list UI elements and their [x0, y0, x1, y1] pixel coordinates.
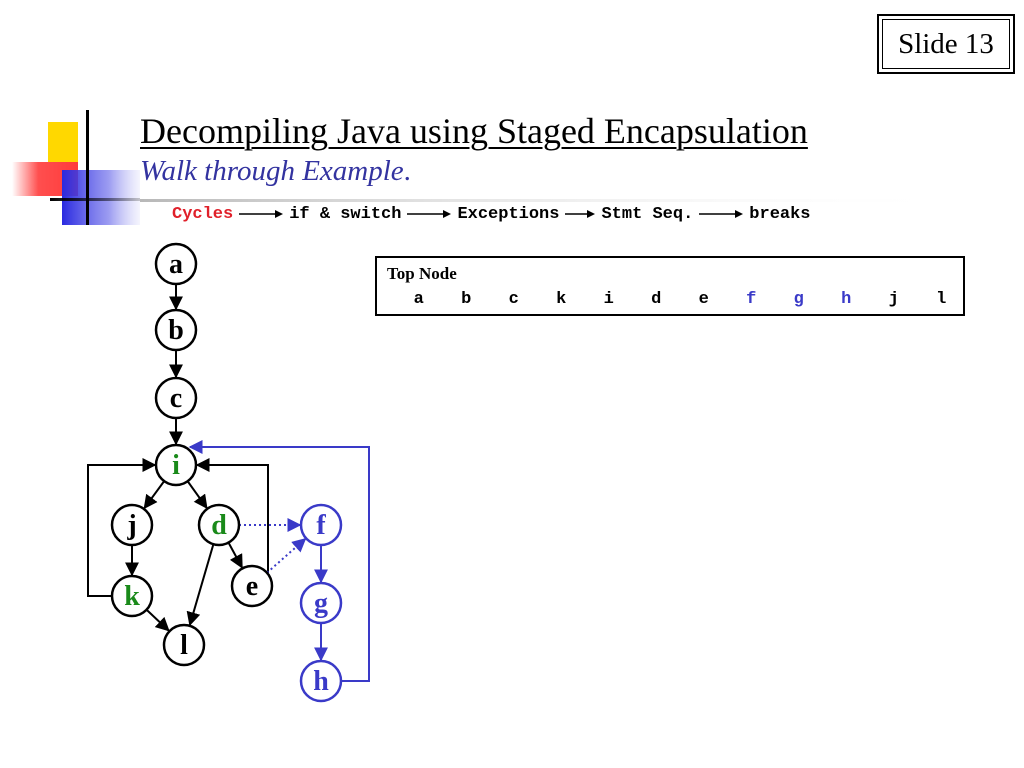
sequence-item-d: d [651, 290, 662, 309]
node-j-label: j [126, 510, 136, 541]
sequence-item-b: b [461, 290, 472, 309]
node-k-circle [110, 574, 154, 618]
edge-i-to-d [186, 480, 208, 510]
edge-h-to-i [188, 440, 370, 682]
stage-breaks: breaks [749, 204, 811, 224]
node-h-label: h [313, 666, 329, 697]
node-h: h [299, 659, 343, 703]
edge-d-to-e [227, 542, 243, 569]
edge-i-to-j [143, 480, 165, 510]
node-k-label: k [124, 581, 140, 612]
node-l-label: l [180, 630, 188, 661]
stage-pipeline: Cycles if & switch Exceptions Stmt Seq. … [172, 203, 811, 225]
decorative-corner-graphic [0, 100, 140, 230]
arrow-right-icon [407, 210, 452, 218]
stage-exceptions: Exceptions [457, 204, 560, 224]
node-i-circle [154, 443, 198, 487]
sequence-item-i: i [603, 290, 614, 309]
node-i: i [154, 443, 198, 487]
sequence-item-e: e [698, 290, 709, 309]
node-f-label: f [316, 510, 326, 541]
sequence-item-k: k [556, 290, 567, 309]
node-k: k [110, 574, 154, 618]
node-h-circle [299, 659, 343, 703]
arrow-right-icon [239, 210, 284, 218]
slide-number-label: Slide 13 [882, 19, 1010, 69]
node-e-label: e [246, 571, 258, 602]
node-b-circle [154, 308, 198, 352]
sequence-item-h: h [841, 290, 852, 309]
arrow-right-icon [699, 210, 744, 218]
node-e: e [230, 564, 274, 608]
node-c-label: c [170, 383, 182, 414]
edge-k-to-i [87, 458, 157, 597]
node-b: b [154, 308, 198, 352]
node-g-circle [299, 581, 343, 625]
node-a-label: a [169, 249, 183, 280]
node-g-label: g [314, 588, 328, 619]
node-i-label: i [172, 450, 180, 481]
node-a-circle [154, 242, 198, 286]
node-d: d [197, 503, 241, 547]
slide-title: Decompiling Java using Staged Encapsulat… [140, 111, 808, 151]
edge-e-to-f [266, 537, 307, 574]
node-a: a [154, 242, 198, 286]
sequence-item-j: j [888, 290, 899, 309]
slide-number-box: Slide 13 [877, 14, 1015, 74]
node-c: c [154, 376, 198, 420]
top-node-header: Top Node [387, 264, 457, 283]
node-g: g [299, 581, 343, 625]
node-d-label: d [211, 510, 227, 541]
sequence-item-a: a [413, 290, 424, 309]
edge-k-to-l [145, 608, 170, 632]
sequence-item-g: g [793, 290, 804, 309]
node-e-circle [230, 564, 274, 608]
node-j: j [110, 503, 154, 547]
stage-stmt-seq: Stmt Seq. [601, 204, 694, 224]
node-f-circle [299, 503, 343, 547]
slide-subtitle: Walk through Example. [140, 155, 411, 188]
stage-cycles: Cycles [172, 204, 234, 224]
node-f: f [299, 503, 343, 547]
decorative-squares-icon [12, 110, 140, 225]
stage-if-switch: if & switch [289, 204, 402, 224]
sequence-item-c: c [508, 290, 519, 309]
node-c-circle [154, 376, 198, 420]
node-l: l [162, 623, 206, 667]
node-b-label: b [168, 315, 184, 346]
subtitle-punctuation: . [403, 155, 411, 187]
subtitle-text: Walk through Example [140, 155, 404, 187]
edge-d-to-l [186, 543, 215, 627]
header-rule-line [140, 199, 960, 202]
sequence-item-f: f [746, 290, 757, 309]
arrow-right-icon [565, 210, 596, 218]
sequence-item-l: l [936, 290, 947, 309]
node-d-circle [197, 503, 241, 547]
node-l-circle [162, 623, 206, 667]
top-node-box: Top Node a b c k i d e f g h j l [375, 256, 965, 316]
node-j-circle [110, 503, 154, 547]
